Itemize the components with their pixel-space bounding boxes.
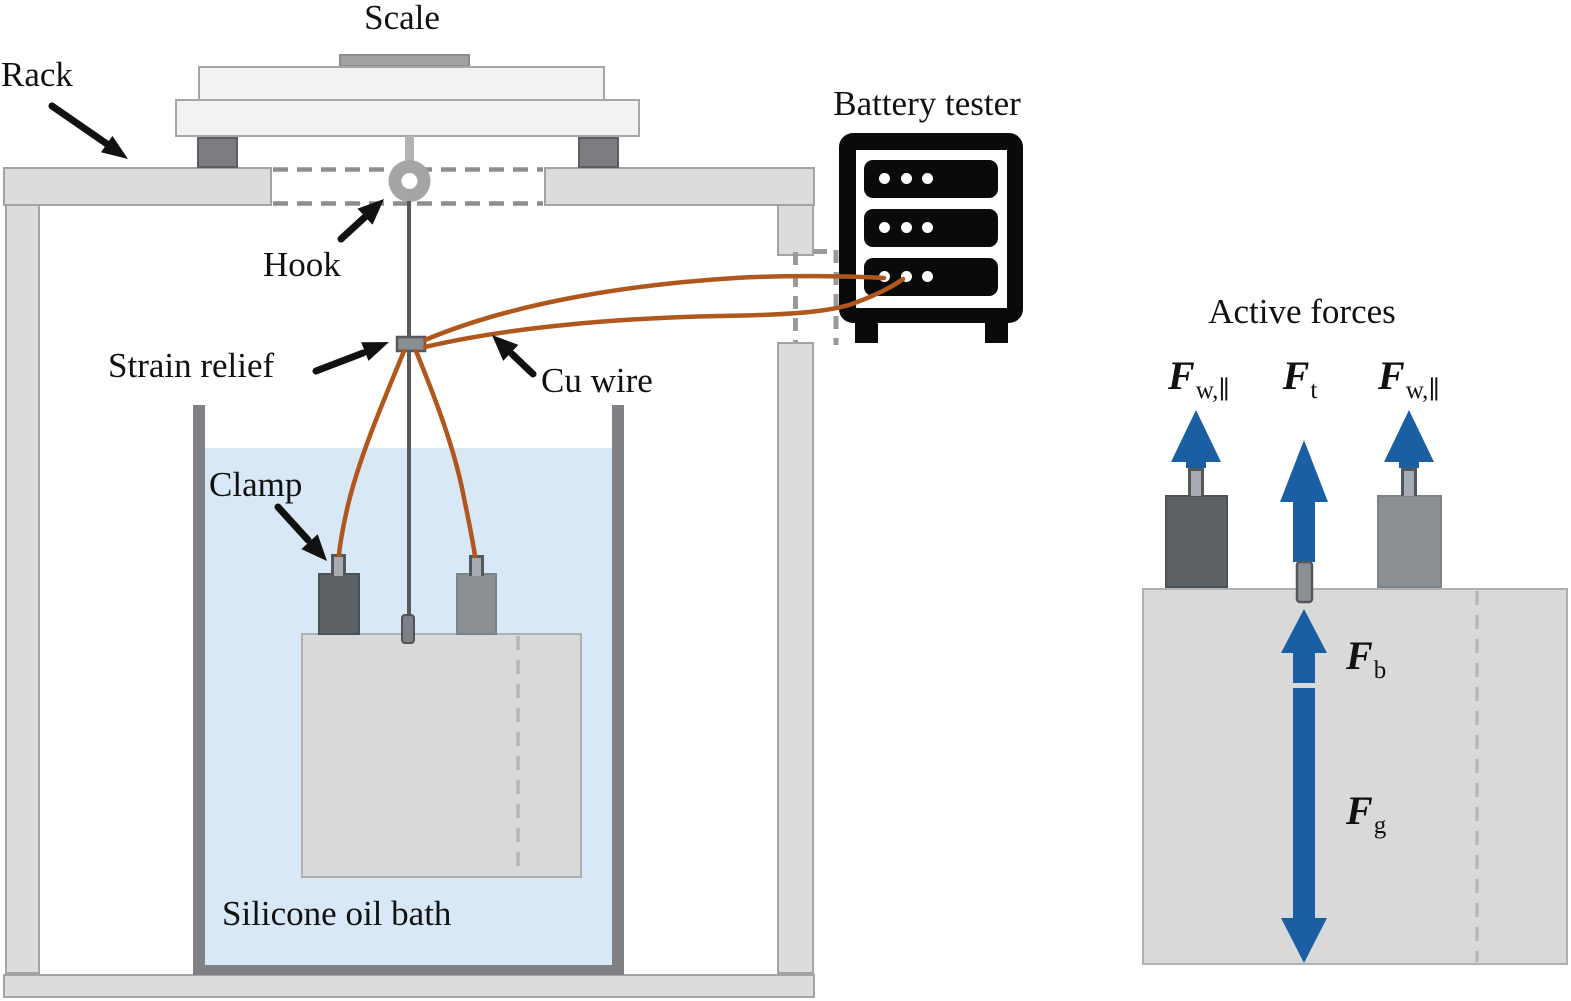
rack-arrow: [48, 102, 128, 159]
bath-wall-right: [612, 405, 624, 965]
port-dot: [901, 222, 912, 233]
clamp-right: [456, 573, 497, 635]
hook-eye: [401, 173, 418, 189]
forces-terminal-left-top: [1188, 468, 1204, 496]
clamp-label: Clamp: [209, 465, 303, 504]
rack-right-wall-upper: [777, 204, 814, 256]
force-label-buoyancy: Fb: [1346, 633, 1386, 684]
forces-terminal-right-top: [1401, 468, 1417, 496]
force-symbol: F: [1378, 353, 1405, 398]
force-symbol: F: [1282, 353, 1310, 398]
port-dot: [901, 173, 912, 184]
force-label-weight-right: Fw,∥: [1378, 353, 1440, 404]
battery-cell: [301, 633, 582, 878]
strain-relief-block: [395, 335, 427, 353]
rack-right-wall-lower: [777, 342, 814, 974]
port-dot: [922, 222, 933, 233]
tester-foot-left: [855, 323, 878, 343]
force-subscript: w,∥: [1195, 377, 1230, 404]
active-forces-title: Active forces: [1208, 292, 1396, 331]
rack-top-bar-right: [544, 167, 815, 206]
hook-stem: [405, 136, 414, 163]
rack-label: Rack: [1, 55, 73, 94]
rack-bottom-bar: [3, 974, 815, 998]
clamp-left: [318, 573, 360, 635]
cu-wire-arrow: [492, 335, 537, 378]
strain-relief-label: Strain relief: [108, 346, 275, 385]
port-dot: [879, 173, 890, 184]
rack-left-wall: [5, 204, 40, 974]
port-dot: [879, 222, 890, 233]
tester-slot-3: [864, 258, 998, 296]
port-dot: [922, 271, 933, 282]
hook-label: Hook: [263, 245, 341, 284]
battery-terminal-right-top: [469, 555, 484, 576]
force-subscript: t: [1310, 377, 1318, 404]
force-arrow-tension: [1280, 440, 1328, 562]
battery-tester-label: Battery tester: [833, 84, 1021, 123]
scale-lower-plate: [175, 99, 640, 137]
forces-clamp-left: [1165, 495, 1228, 588]
port-dot: [901, 271, 912, 282]
force-label-weight-left: Fw,∥: [1168, 353, 1230, 404]
force-symbol: F: [1346, 633, 1373, 678]
cu-wire-to-port1: [422, 273, 887, 343]
forces-clamp-right: [1377, 495, 1442, 588]
bath-bottom: [193, 965, 624, 975]
battery-terminal-left-top: [331, 554, 346, 576]
tester-slot-2: [864, 209, 998, 247]
port-dot: [922, 173, 933, 184]
force-subscript: w,∥: [1405, 377, 1440, 404]
force-label-tension: Ft: [1282, 353, 1318, 404]
force-arrow-weight-right: [1384, 410, 1434, 468]
scale-foot-left: [197, 137, 238, 168]
cu-wire-to-port2: [422, 276, 906, 350]
force-symbol: F: [1346, 788, 1373, 833]
scale-upper-plate: [198, 66, 605, 103]
hook-arrow: [337, 199, 384, 243]
battery-tester-body: [839, 133, 1023, 323]
force-subscript: b: [1373, 657, 1387, 684]
tester-slot-1: [864, 160, 998, 198]
scale-foot-right: [578, 137, 619, 168]
oil-bath-label: Silicone oil bath: [222, 894, 452, 933]
scale-label: Scale: [364, 0, 440, 37]
port-dot: [879, 271, 890, 282]
rack-top-bar-left: [3, 167, 272, 206]
strain-relief-arrow: [312, 342, 389, 375]
battery-tester-panel: [856, 150, 1007, 308]
bath-wall-left: [193, 405, 205, 965]
force-arrow-weight-left: [1171, 410, 1221, 468]
cu-wire-label: Cu wire: [541, 361, 653, 400]
hook-icon: [388, 160, 431, 202]
tester-foot-right: [985, 323, 1008, 343]
force-subscript: g: [1373, 812, 1387, 839]
force-symbol: F: [1168, 353, 1195, 398]
forces-battery-cell: [1142, 588, 1568, 965]
force-label-gravity: Fg: [1346, 788, 1386, 839]
